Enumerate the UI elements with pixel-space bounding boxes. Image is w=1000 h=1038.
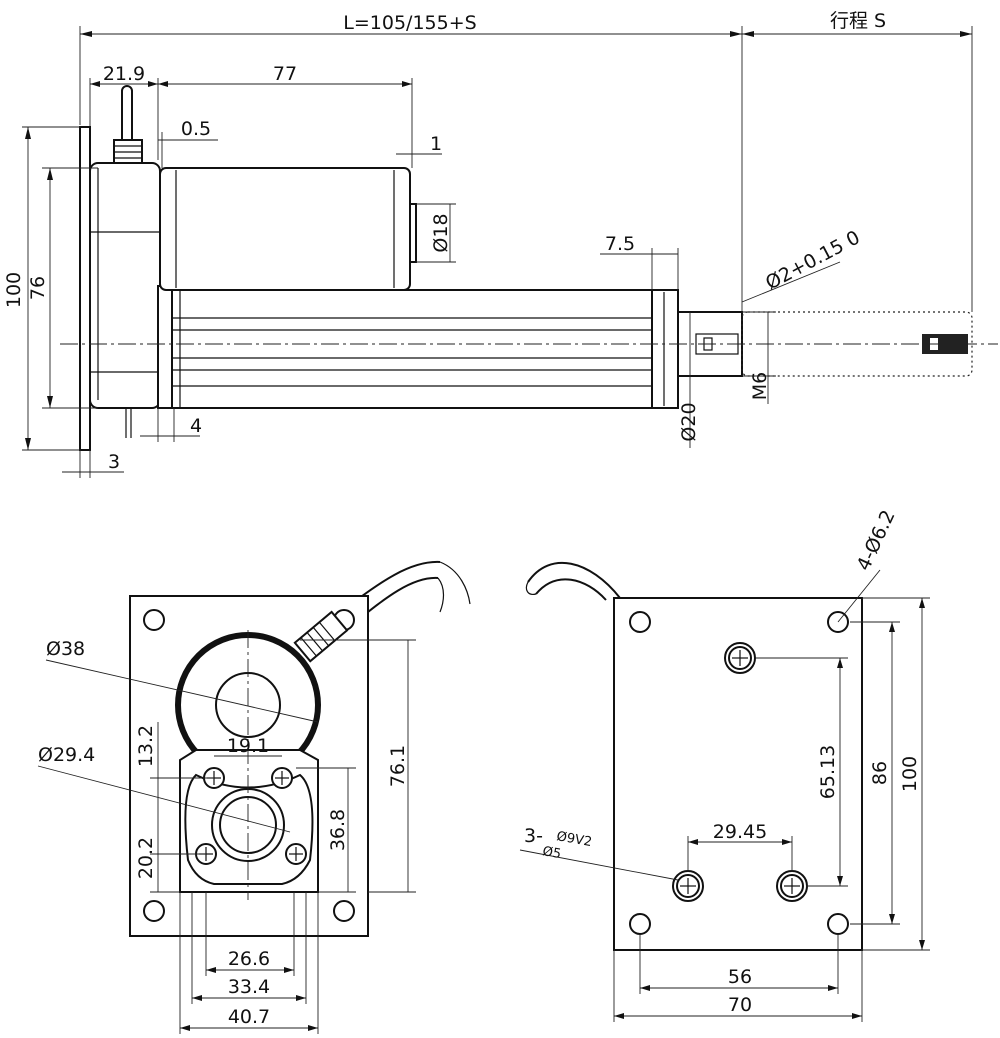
- dim-33-4: 33.4: [228, 976, 270, 998]
- dim-20-2: 20.2: [135, 837, 157, 879]
- dim-total-length: L=105/155+S: [343, 12, 476, 34]
- side-view: L=105/155+S 行程 S 21.9 77 0.5 1: [3, 10, 998, 478]
- motor-can: [159, 167, 411, 291]
- dim-77: 77: [273, 63, 297, 85]
- dim-dia18: Ø18: [430, 213, 452, 252]
- dim-4: 4: [190, 415, 202, 437]
- dim-3-holes: 3-: [524, 825, 543, 847]
- dim-m6: M6: [749, 372, 771, 400]
- mounting-flange: [79, 126, 91, 451]
- dim-26-6: 26.6: [228, 948, 270, 970]
- dim-76: 76: [27, 276, 49, 300]
- dim-hole-dia5: Ø5: [541, 844, 562, 862]
- dim-100: 100: [3, 272, 25, 308]
- outer-tube: [171, 289, 653, 409]
- dim-dia38: Ø38: [46, 638, 85, 660]
- dim-4-dia6-2: 4-Ø6.2: [853, 507, 900, 574]
- dim-dia20: Ø20: [678, 402, 700, 441]
- dim-13-2: 13.2: [135, 725, 157, 767]
- end-view: Ø38 Ø29.4 13.2 19.1 20.2 36.8 76.1: [37, 560, 471, 1034]
- dim-21-9: 21.9: [103, 63, 145, 85]
- dim-0-5: 0.5: [181, 118, 211, 140]
- dim-19-1: 19.1: [227, 735, 269, 757]
- dim-56: 56: [728, 966, 752, 988]
- dim-7-5: 7.5: [605, 233, 635, 255]
- dim-1: 1: [430, 133, 442, 155]
- dim-hole-dia9v2: Ø9V2: [555, 829, 593, 850]
- rear-view: 4-Ø6.2 65.13 86 100 29.45 3- Ø9V2 Ø5: [519, 507, 930, 1022]
- dim-dia29-4: Ø29.4: [38, 744, 95, 766]
- dim-65-13: 65.13: [817, 745, 839, 799]
- end-cap: [651, 289, 679, 409]
- dim-36-8: 36.8: [327, 809, 349, 851]
- dim-29-45: 29.45: [713, 821, 767, 843]
- dim-dia2-tol: Ø2+0.15 0: [762, 226, 864, 294]
- dim-86: 86: [869, 761, 891, 785]
- dim-3: 3: [108, 451, 120, 473]
- screw-icon: [672, 642, 808, 902]
- dim-76-1: 76.1: [387, 745, 409, 787]
- dim-70: 70: [728, 994, 752, 1016]
- dim-100-rear: 100: [899, 756, 921, 792]
- dim-stroke: 行程 S: [830, 10, 886, 32]
- dim-40-7: 40.7: [228, 1006, 270, 1028]
- gearbox-housing: [89, 162, 161, 409]
